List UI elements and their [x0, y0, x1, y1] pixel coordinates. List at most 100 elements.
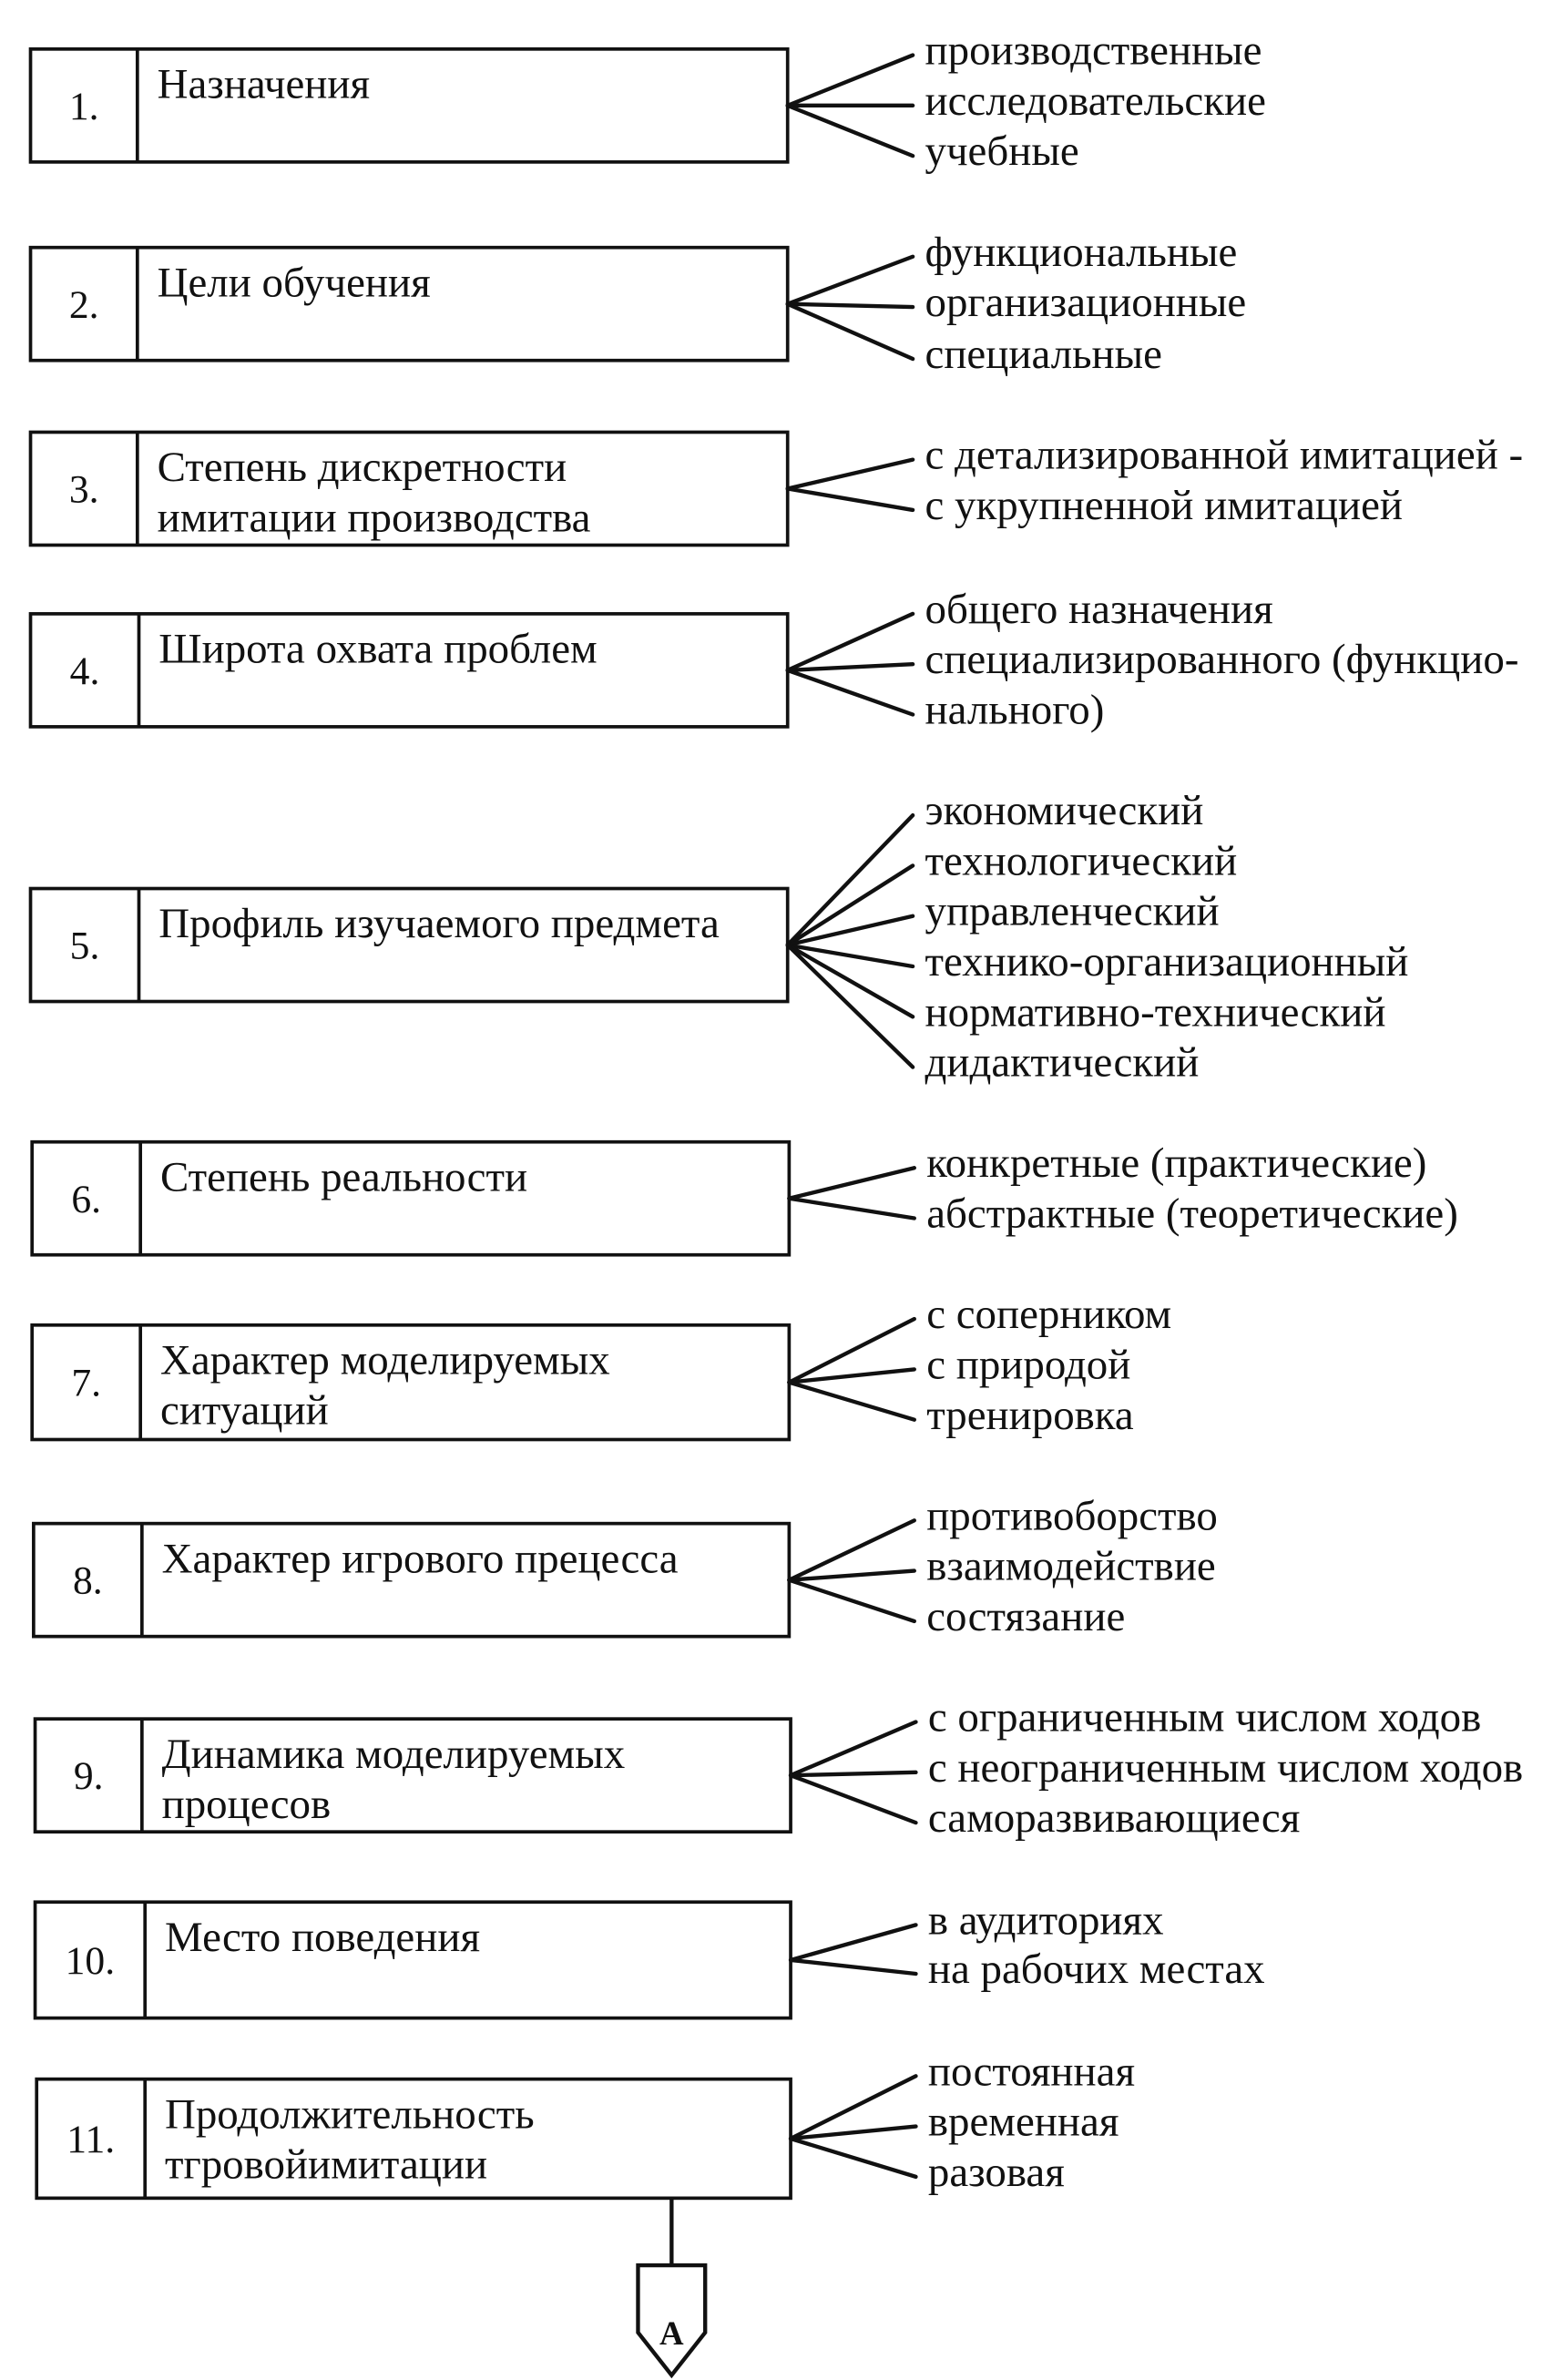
branch-label: с неограниченным числом ходов — [928, 1744, 1523, 1792]
item-label: Место поведения — [165, 1914, 480, 1961]
branch-label: тренировка — [926, 1392, 1134, 1439]
branch-label: состязание — [926, 1593, 1125, 1640]
branch-label: дидактический — [925, 1039, 1200, 1087]
branch-line — [787, 1316, 916, 1384]
branch-label: нормативно-технический — [925, 988, 1386, 1036]
branch-line — [788, 1923, 918, 1963]
branch-line — [785, 301, 915, 310]
branch-line — [788, 2124, 918, 2141]
item-label: процесов — [162, 1781, 332, 1828]
branch-line — [785, 53, 915, 108]
item-label: тгровойимитации — [165, 2141, 487, 2189]
branch-label: технологический — [925, 837, 1238, 884]
item-number: 10. — [66, 1939, 115, 1983]
branch-label: противоборство — [926, 1492, 1218, 1539]
branch-label: организационные — [925, 279, 1247, 326]
branch-line — [785, 103, 915, 158]
branch-line — [785, 943, 915, 1069]
branch-label: функциональные — [925, 229, 1238, 276]
branch-label: исследовательские — [925, 77, 1266, 125]
branch-line — [788, 2136, 918, 2180]
branch-label: с ограниченным числом ходов — [928, 1694, 1481, 1742]
item-number: 8. — [73, 1559, 103, 1603]
item-label: Продолжительность — [165, 2090, 535, 2138]
item-label: Цели обучения — [158, 259, 431, 306]
branch-line — [785, 486, 915, 513]
item-label: Динамика моделируемых — [162, 1731, 626, 1778]
classification-item: 8. Характер игрового прецесса противоборст… — [32, 1492, 1218, 1640]
item-label: Характер игрового прецесса — [162, 1535, 679, 1582]
branch-label: с укрупненной имитацией — [925, 482, 1404, 529]
branch-label: временная — [928, 2099, 1119, 2146]
connector-label: А — [659, 2314, 684, 2352]
item-label: Назначения — [158, 60, 370, 107]
item-label: Степень дискретности — [158, 444, 567, 491]
classification-items: 1. Назначения производственныеисследовател… — [28, 27, 1524, 2201]
branch-line — [788, 2074, 918, 2141]
item-label: ситуаций — [160, 1387, 329, 1435]
classification-item: 1. Назначения производственныеисследовател… — [28, 27, 1266, 175]
branch-label: в аудиториях — [928, 1896, 1164, 1944]
branch-line — [785, 254, 915, 306]
branch-line — [787, 1518, 916, 1582]
branch-label: саморазвивающиеся — [928, 1794, 1300, 1842]
branch-line — [785, 662, 915, 673]
branch-line — [787, 1367, 916, 1384]
item-number: 7. — [71, 1362, 101, 1405]
item-number: 3. — [69, 468, 99, 512]
branch-line — [788, 1720, 918, 1778]
branch-line — [785, 301, 915, 362]
branch-label: постоянная — [928, 2048, 1135, 2095]
classification-item: 5. Профиль изучаемого предмета экономическ… — [28, 787, 1409, 1087]
branch-line — [787, 1578, 916, 1624]
branch-label: учебные — [925, 128, 1079, 175]
branch-label: нального) — [925, 687, 1105, 734]
branch-label: с детализированной имитацией - — [925, 432, 1524, 479]
branch-line — [787, 1166, 916, 1200]
branch-label: с соперником — [926, 1291, 1171, 1338]
branch-label: абстрактные (теоретические) — [926, 1190, 1458, 1238]
branch-line — [787, 1380, 916, 1422]
branch-line — [785, 914, 915, 947]
branch-label: технико-организационный — [925, 938, 1409, 986]
branch-label: на рабочих местах — [928, 1946, 1265, 1993]
branch-line — [788, 1770, 918, 1778]
classification-item: 2.Цели обученияфункциональныеорганизацио… — [28, 229, 1247, 378]
branch-label: экономический — [925, 787, 1204, 834]
branch-line — [785, 863, 915, 947]
item-label: Степень реальности — [160, 1153, 527, 1200]
item-label: Характер моделируемых — [160, 1336, 610, 1384]
branch-line — [785, 668, 915, 717]
branch-line — [785, 812, 915, 947]
branch-line — [787, 1196, 916, 1221]
branch-label: производственные — [925, 27, 1262, 75]
item-label: Профиль изучаемого предмета — [158, 900, 720, 947]
branch-label: специализированного (функцио- — [925, 636, 1519, 683]
branch-label: управленческий — [925, 888, 1220, 935]
branch-line — [785, 611, 915, 673]
branch-label: общего назначения — [925, 586, 1273, 633]
item-number: 9. — [74, 1754, 104, 1798]
item-number: 1. — [69, 85, 99, 128]
branch-line — [785, 457, 915, 491]
item-label: Широта охвата проблем — [158, 626, 597, 673]
branch-line — [788, 1957, 918, 1977]
offpage-connector — [636, 2263, 708, 2379]
item-label: имитации производства — [158, 494, 591, 541]
item-number: 6. — [71, 1178, 101, 1221]
item-box — [28, 47, 790, 164]
item-number: 5. — [70, 924, 100, 968]
branch-label: взаимодействие — [926, 1543, 1216, 1590]
branch-line — [785, 943, 915, 969]
branch-line — [788, 1772, 918, 1825]
branch-label: специальные — [925, 331, 1162, 378]
item-number: 11. — [66, 2118, 115, 2161]
branch-line — [785, 943, 915, 1019]
